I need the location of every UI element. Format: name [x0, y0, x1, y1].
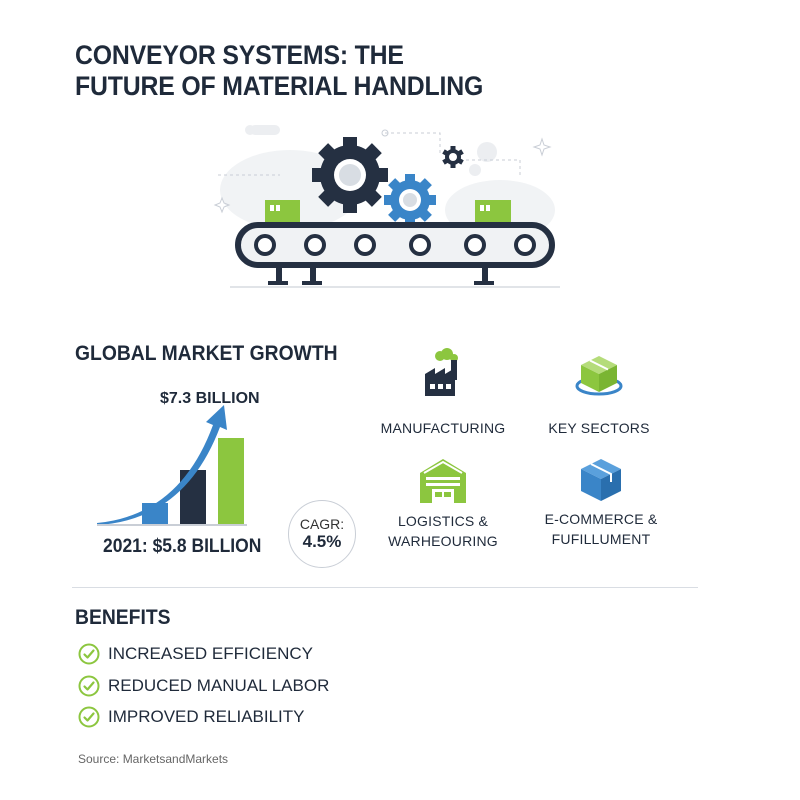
market-heading: GLOBAL MARKET GROWTH [75, 342, 338, 365]
benefit-item: REDUCED MANUAL LABOR [78, 674, 329, 698]
market-top-value: $7.3 BILLION [160, 390, 260, 407]
check-circle-icon [78, 706, 100, 728]
benefit-label: IMPROVED RELIABILITY [108, 707, 305, 726]
market-base-value: 2021: $5.8 BILLION [103, 536, 262, 557]
page-title: CONVEYOR SYSTEMS: THE FUTURE OF MATERIAL… [75, 40, 483, 102]
check-circle-icon [78, 675, 100, 697]
benefit-item: INCREASED EFFICIENCY [78, 642, 313, 666]
source-note: Source: MarketsandMarkets [78, 752, 229, 766]
cagr-label: CAGR: [299, 516, 345, 532]
box-left-icon [265, 200, 300, 225]
package-icon [581, 459, 621, 501]
sector-ecommerce: E-COMMERCE & FUFILLUMENT [521, 455, 681, 549]
sector-label: KEY SECTORS [548, 420, 650, 436]
growth-chart [97, 405, 247, 526]
sector-label: E-COMMERCE & FUFILLUMENT [521, 509, 681, 549]
warehouse-icon [420, 459, 466, 503]
sector-manufacturing: MANUFACTURING [363, 348, 523, 438]
conveyor-belt [230, 222, 560, 288]
large-gear-icon [312, 137, 388, 213]
sector-label: LOGISTICS & WARHEOURING [363, 511, 523, 551]
benefit-label: INCREASED EFFICIENCY [108, 644, 313, 663]
growth-bar-3 [218, 438, 244, 525]
check-circle-icon [78, 643, 100, 665]
sector-key: KEY SECTORS [519, 352, 679, 438]
benefit-label: REDUCED MANUAL LABOR [108, 676, 330, 695]
cagr-value: 4.5% [302, 532, 342, 551]
small-gear-icon [442, 146, 464, 168]
cagr-badge: CAGR: 4.5% [288, 500, 356, 568]
benefits-heading: BENEFITS [75, 606, 171, 629]
sector-label-line-2: FUFILLUMENT [551, 531, 651, 547]
box-icon [575, 356, 623, 396]
title-line-2: FUTURE OF MATERIAL HANDLING [75, 71, 484, 101]
sector-label-line-1: LOGISTICS & [397, 513, 489, 529]
blue-gear-icon [384, 174, 436, 226]
section-divider [72, 587, 698, 588]
sector-label: MANUFACTURING [380, 420, 506, 436]
benefit-item: IMPROVED RELIABILITY [78, 705, 305, 729]
sector-label-line-2: WARHEOURING [388, 533, 498, 549]
conveyor-illustration [213, 125, 560, 288]
factory-icon [425, 348, 458, 396]
title-line-1: CONVEYOR SYSTEMS: THE [75, 40, 404, 70]
sector-label-line-1: E-COMMERCE & [544, 511, 658, 527]
sector-logistics: LOGISTICS & WARHEOURING [363, 455, 523, 551]
box-right-icon [475, 200, 511, 225]
growth-arrow [97, 405, 227, 525]
